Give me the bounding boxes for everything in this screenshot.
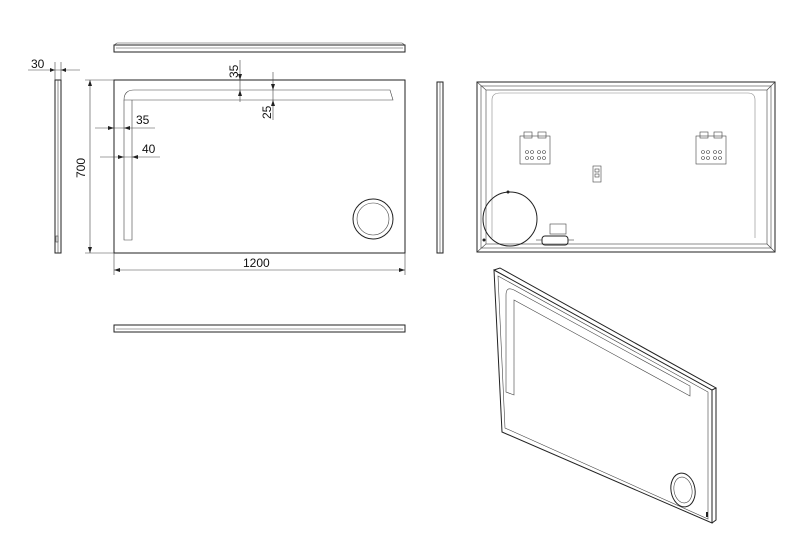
dim-top-outer-label: 35 [227,64,241,78]
dim-depth-label: 30 [31,57,45,71]
dim-top-inner-label: 25 [260,105,274,119]
front-view: 700 1200 35 25 35 40 [74,60,406,275]
dim-side-inner-label: 40 [142,142,156,156]
magnifier-inner [356,202,390,236]
isometric-view [493,267,718,524]
rear-bracket-right [695,131,727,165]
bottom-view [113,324,406,333]
side-view-right [436,81,444,254]
rear-switch-module [592,165,602,183]
side-view-left: 30 [28,57,80,254]
rear-round-cutout [482,191,538,247]
dim-side-outer-label: 35 [136,113,150,127]
magnifier-outer [352,198,394,240]
rear-transformer [536,223,574,246]
dim-height-label: 700 [74,158,88,178]
rear-view [476,81,776,253]
dim-width-label: 1200 [243,256,270,270]
top-view [113,42,406,53]
rear-bracket-left [519,131,551,165]
